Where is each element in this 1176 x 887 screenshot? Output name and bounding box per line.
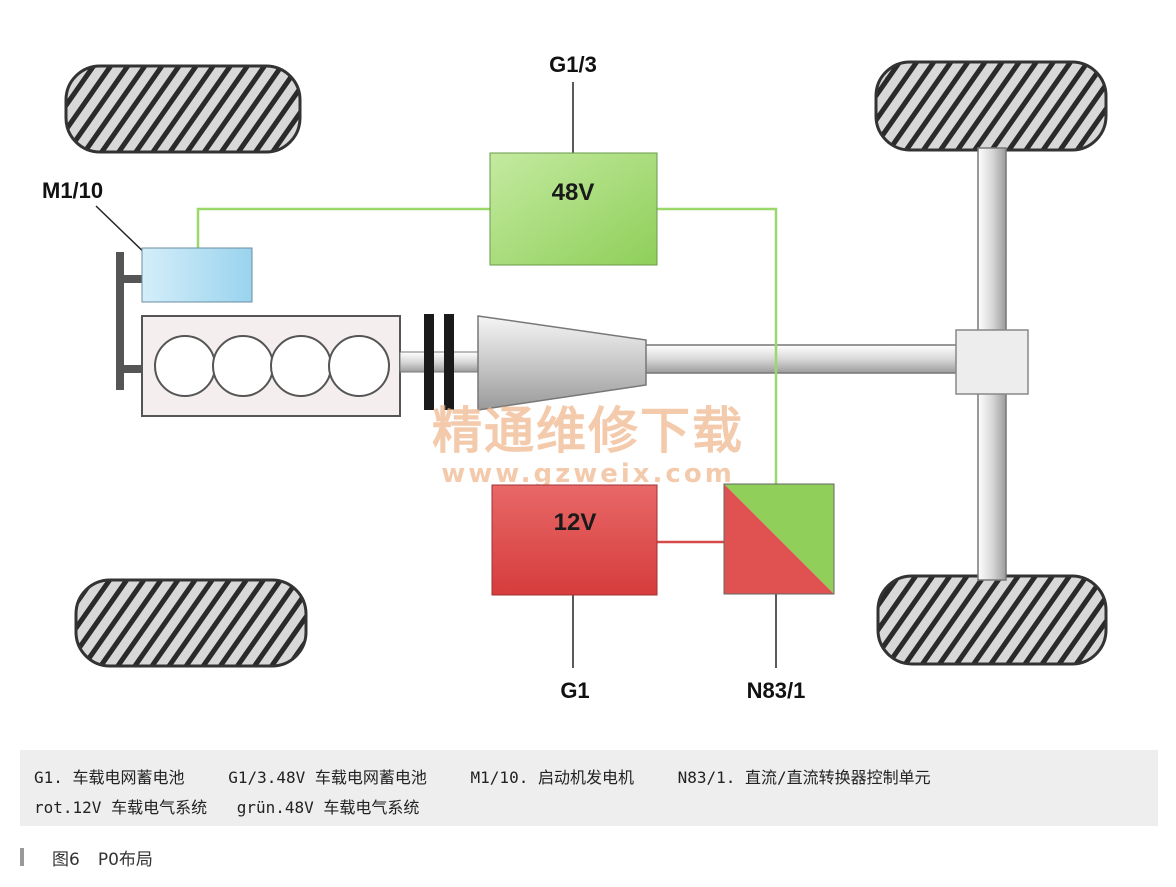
engine-cylinder — [270, 335, 332, 397]
label-n83-1: N83/1 — [747, 678, 806, 703]
line-48v-to-m110 — [196, 207, 490, 248]
battery-48v-label: 48V — [552, 179, 595, 206]
differential — [955, 329, 1029, 395]
tire-front-left — [64, 64, 302, 154]
legend-item-g1: G1. 车载电网蓄电池 — [34, 768, 185, 787]
caption-figure-number: 图6 — [52, 849, 80, 870]
engine-cylinder — [154, 335, 216, 397]
legend-item-m1-10: M1/10. 启动机发电机 — [470, 768, 634, 787]
line-48v-to-n831 — [657, 207, 778, 484]
caption-title: P0布局 — [97, 849, 153, 870]
battery-12v-label: 12V — [554, 509, 597, 536]
watermark-title: 精通维修下载 — [432, 401, 744, 460]
starter-generator-box — [141, 247, 253, 303]
battery-48v-box — [489, 152, 658, 266]
battery-12v-box — [491, 484, 658, 596]
label-g1: G1 — [560, 678, 589, 703]
watermark-url: www.gzweix.com — [441, 459, 735, 489]
legend-item-g1-3: G1/3.48V 车载电网蓄电池 — [228, 768, 427, 787]
clutch-plate — [424, 314, 434, 410]
engine-block — [141, 315, 401, 417]
transmission — [477, 315, 647, 411]
engine-cylinder — [212, 335, 274, 397]
caption-bar — [20, 848, 24, 866]
figure-caption: 图6 P0布局 — [20, 845, 153, 870]
legend-panel: G1. 车载电网蓄电池 G1/3.48V 车载电网蓄电池 M1/10. 启动机发… — [20, 750, 1158, 826]
legend-item-gruen: grün.48V 车载电气系统 — [236, 798, 420, 817]
legend-item-n83-1: N83/1. 直流/直流转换器控制单元 — [677, 768, 931, 787]
tire-front-right — [874, 60, 1108, 152]
label-g1-3: G1/3 — [549, 52, 597, 77]
tire-rear-left — [74, 578, 308, 668]
clutch-plate — [444, 314, 454, 410]
belt-link — [122, 275, 144, 283]
dc-dc-converter — [723, 483, 835, 595]
legend-row-1: G1. 车载电网蓄电池 G1/3.48V 车载电网蓄电池 M1/10. 启动机发… — [34, 764, 931, 788]
engine-cylinder — [328, 335, 390, 397]
p0-layout-diagram: 48V 精通维修下载 www.gzweix.com 12V G1/3 M1/10… — [42, 52, 1108, 703]
label-m1-10: M1/10 — [42, 178, 103, 203]
tire-rear-right — [876, 574, 1108, 666]
belt-pulley — [116, 252, 124, 390]
legend-row-2: rot.12V 车载电气系统 grün.48V 车载电气系统 — [34, 794, 419, 818]
drive-shaft — [639, 344, 961, 374]
belt-link-lower — [122, 365, 144, 373]
crankshaft-stub — [399, 351, 481, 373]
legend-item-rot: rot.12V 车载电气系统 — [34, 798, 208, 817]
